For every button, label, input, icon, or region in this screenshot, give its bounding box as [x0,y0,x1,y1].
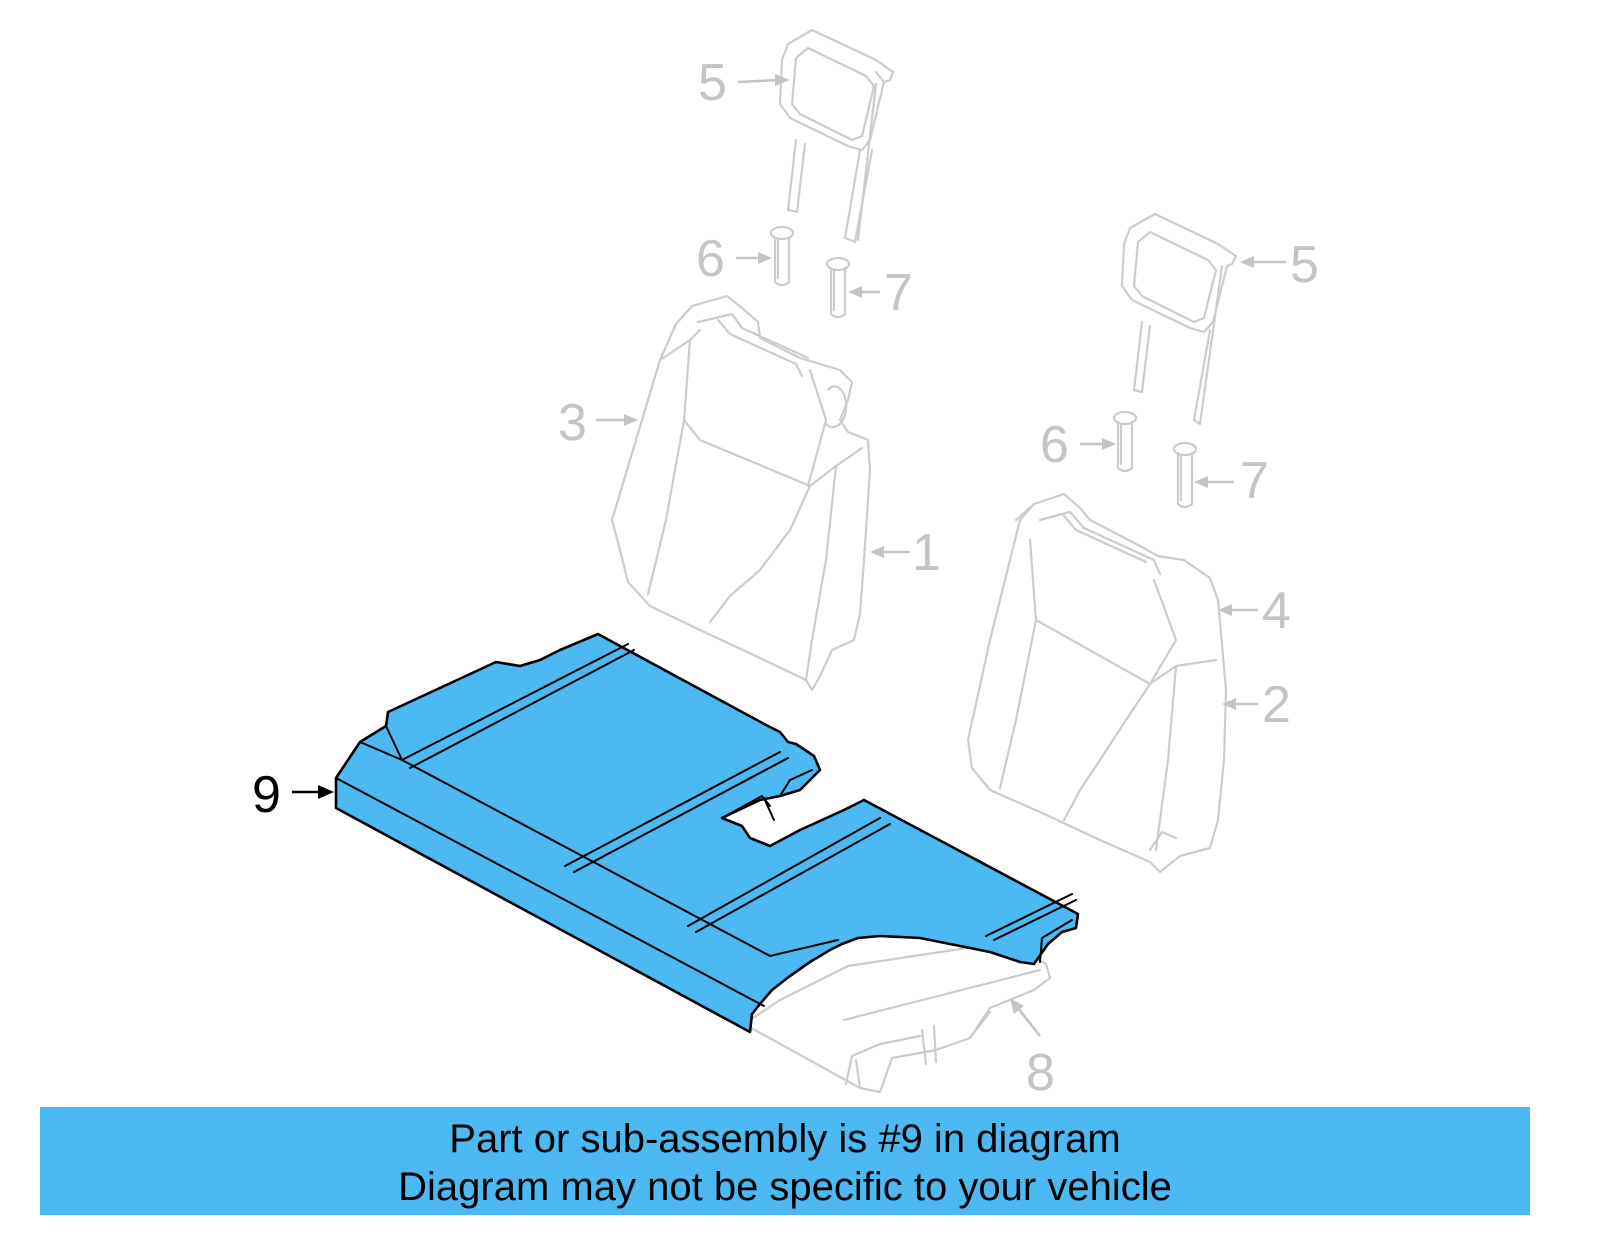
headrest-guide-7-right [1172,441,1198,509]
svg-text:7: 7 [1240,452,1269,510]
headrest-guide-6-left [769,225,795,287]
callout-8: 8 [1010,998,1055,1102]
svg-text:4: 4 [1262,582,1291,640]
callout-2: 2 [1222,676,1291,734]
callout-6-right: 6 [1040,416,1116,474]
callout-3: 3 [558,394,638,452]
seat-back-right [966,492,1228,874]
svg-text:7: 7 [884,264,913,322]
callout-1: 1 [870,524,941,582]
seat-cushion-frame [742,938,1052,1094]
seat-back-left [610,294,872,692]
svg-text:6: 6 [696,230,725,288]
callout-6-left: 6 [696,230,772,288]
callout-9: 9 [252,766,334,824]
svg-text:2: 2 [1262,676,1291,734]
headrest-guide-7-left [825,256,851,319]
caption-line-disclaimer: Diagram may not be specific to your vehi… [398,1165,1172,1209]
callout-7-right: 7 [1194,452,1269,510]
callout-7-left: 7 [848,264,913,322]
svg-text:3: 3 [558,394,587,452]
svg-text:1: 1 [912,524,941,582]
svg-text:6: 6 [1040,416,1069,474]
svg-text:5: 5 [1290,236,1319,294]
seat-cushion-pad-highlighted [334,632,1080,1034]
caption-line-part-number: Part or sub-assembly is #9 in diagram [449,1117,1121,1161]
svg-text:8: 8 [1026,1044,1055,1102]
callout-5-right: 5 [1240,236,1319,294]
callout-4: 4 [1218,582,1291,640]
headrest-guide-6-right [1112,410,1138,473]
callout-5-left: 5 [698,54,790,112]
svg-text:9: 9 [252,766,281,824]
headrest-right [1120,212,1238,426]
caption-banner: Part or sub-assembly is #9 in diagram Di… [40,1107,1530,1215]
headrest-left [778,28,895,244]
svg-text:5: 5 [698,54,727,112]
